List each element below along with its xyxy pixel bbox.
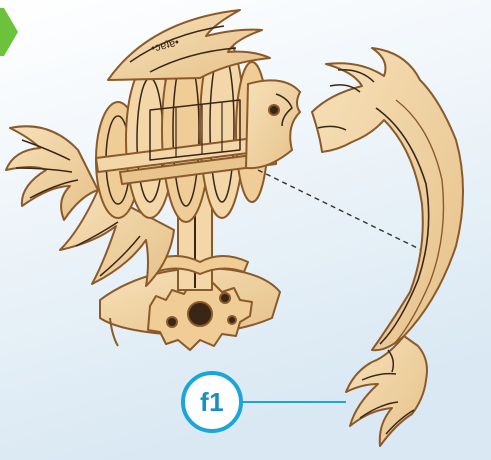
part-callout-label: f1 (200, 387, 224, 418)
part-callout-badge: f1 (181, 371, 243, 433)
green-arrow-icon (0, 8, 18, 56)
